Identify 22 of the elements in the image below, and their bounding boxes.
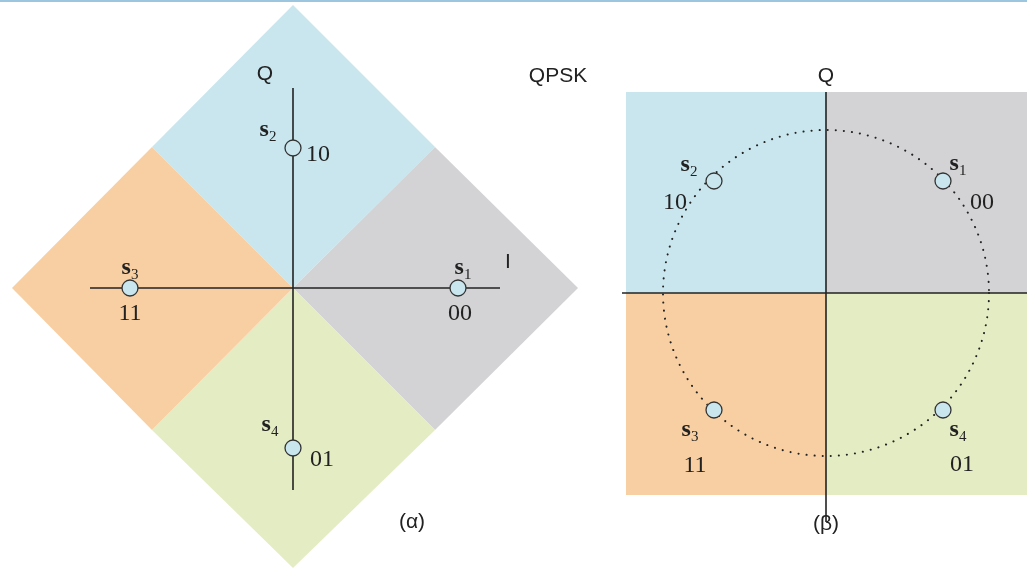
- point-label: s$_{2}$: [680, 150, 698, 180]
- point-label: s$_{2}$: [259, 115, 277, 145]
- bit-label: 01: [950, 451, 974, 475]
- axis-label: I: [505, 249, 511, 271]
- panel-label: (β): [812, 511, 840, 533]
- bit-label: 00: [970, 189, 994, 213]
- bit-label: 01: [310, 446, 334, 470]
- panel-label: (α): [398, 509, 426, 531]
- axis-label: Q: [256, 61, 274, 83]
- point-label: s$_{3}$: [121, 253, 139, 283]
- bit-label: 10: [306, 141, 330, 165]
- bit-label: 10: [663, 189, 687, 213]
- point-label: s$_{1}$: [949, 149, 967, 179]
- point-label: s$_{4}$: [261, 410, 279, 440]
- bit-label: 00: [448, 300, 472, 324]
- diagram-title: QPSK: [528, 63, 588, 85]
- bit-label: 11: [683, 452, 707, 476]
- point-label: s$_{3}$: [681, 415, 699, 445]
- bit-label: 11: [118, 300, 142, 324]
- point-label: s$_{1}$: [454, 253, 472, 283]
- point-label: s$_{4}$: [949, 415, 967, 445]
- axis-label: Q: [817, 63, 835, 85]
